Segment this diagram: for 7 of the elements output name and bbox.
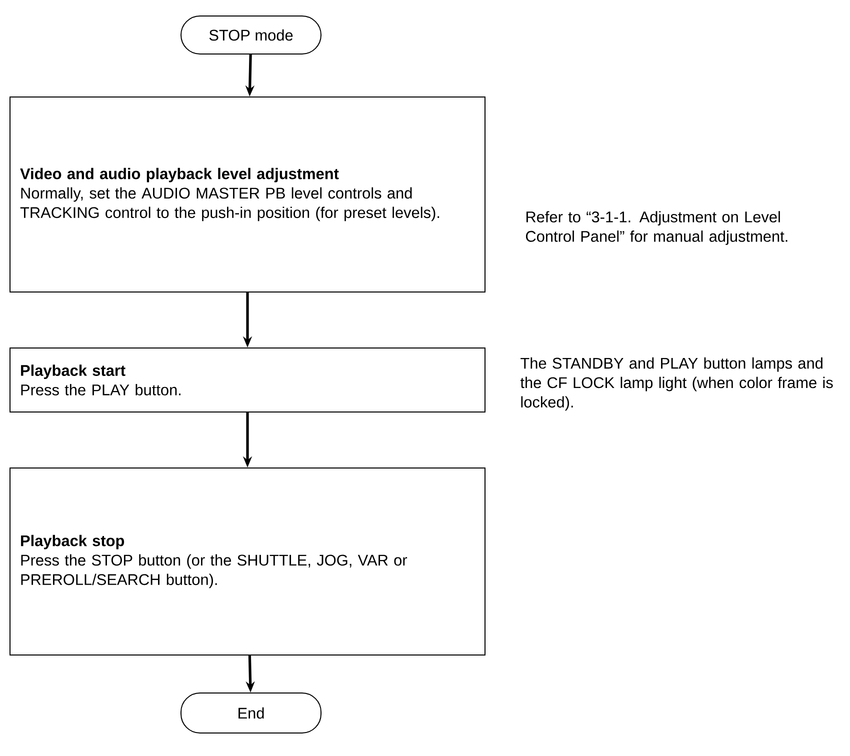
note-text: The STANDBY and PLAY button lamps and the CF LOCK lamp light (when color frame is locked). [520, 357, 833, 411]
process-box: Video and audio playback level adjustment Normally, set the AUDIO MASTER PB level controls and TRACKING control to the push-in position (for preset levels). [10, 96, 486, 292]
process-box: Playback stop Press the STOP button (or the SHUTTLE, JOG, VAR or PREROLL/SEARCH button). [10, 468, 486, 656]
note-text: Refer to “3-1-1. Adjustment on Level Control Panel” for manual adjustment. [526, 211, 788, 245]
process-box: Playback start Press the PLAY button. [10, 348, 486, 412]
terminal-box: STOP mode [180, 16, 322, 54]
terminal-box: End [180, 692, 322, 734]
